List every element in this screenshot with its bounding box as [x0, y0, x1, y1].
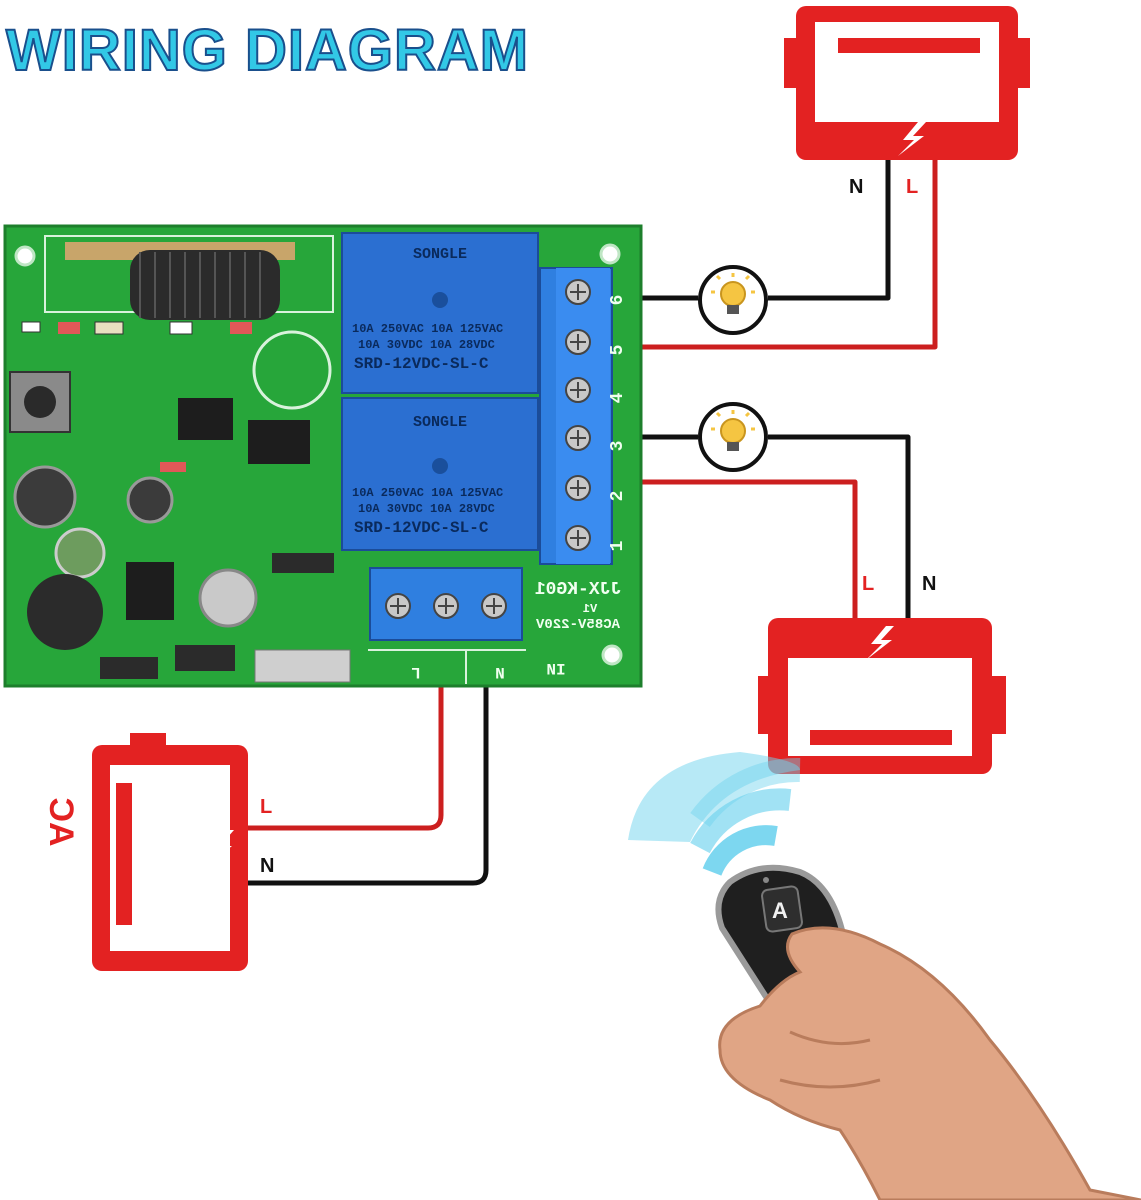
wire-top-n [768, 160, 891, 301]
relay-2-rating-2: 10A 30VDC 10A 28VDC [358, 502, 495, 516]
ac-source-label: AC [42, 797, 80, 846]
relay-2-model: SRD-12VDC-SL-C [354, 519, 489, 537]
input-terminal-block [368, 567, 526, 684]
load-top-label-n: N [849, 176, 863, 198]
wire-ac-n [246, 684, 489, 886]
light-bulb-icon [698, 402, 768, 472]
board-version: V1 [583, 602, 597, 616]
board-input-label: IN [546, 659, 565, 677]
relay-1-rating-2: 10A 30VDC 10A 28VDC [358, 338, 495, 352]
board-input-l: L [411, 663, 421, 681]
board-model: JJX-KG01 [535, 580, 622, 600]
load-bottom-label-l: L [862, 573, 874, 595]
wire-bottom-n [768, 434, 911, 628]
wireless-signal-icon-glow [628, 752, 800, 842]
ac-source-battery-icon [92, 733, 248, 971]
load-bottom-label-n: N [922, 573, 936, 595]
terminal-number-6: 6 [608, 295, 628, 306]
diagram-title: WIRING DIAGRAM [6, 18, 529, 83]
output-terminal-block [539, 267, 613, 565]
board-voltage: AC85V-220V [535, 617, 620, 633]
relay-2-rating-1: 10A 250VAC 10A 125VAC [352, 486, 503, 500]
terminal-number-4: 4 [608, 392, 628, 403]
light-bulb-icon [698, 265, 768, 335]
wire-ac-l [246, 684, 444, 831]
load-bottom-appliance-icon [758, 618, 1006, 774]
relay-2: SONGLE 10A 250VAC 10A 125VAC 10A 30VDC 1… [341, 397, 539, 551]
load-top-appliance-icon [784, 6, 1030, 160]
relay-1: SONGLE 10A 250VAC 10A 125VAC 10A 30VDC 1… [341, 232, 539, 394]
board-input-n: N [495, 663, 505, 681]
ac-label-l: L [260, 796, 272, 818]
terminal-number-1: 1 [608, 540, 628, 551]
hand-icon [718, 926, 1141, 1200]
terminal-number-5: 5 [608, 345, 628, 356]
load-top-label-l: L [906, 176, 918, 198]
terminal-number-3: 3 [608, 441, 628, 452]
relay-2-brand: SONGLE [413, 414, 467, 431]
relay-1-rating-1: 10A 250VAC 10A 125VAC [352, 322, 503, 336]
relay-1-model: SRD-12VDC-SL-C [354, 355, 489, 373]
terminal-number-2: 2 [608, 491, 628, 502]
relay-1-brand: SONGLE [413, 246, 467, 263]
remote-button-a: A [772, 898, 788, 923]
ac-label-n: N [260, 855, 274, 877]
wires [246, 160, 938, 886]
antenna-coil [130, 250, 280, 320]
wire-bottom-l [640, 479, 858, 628]
wire-top-l [640, 160, 938, 350]
